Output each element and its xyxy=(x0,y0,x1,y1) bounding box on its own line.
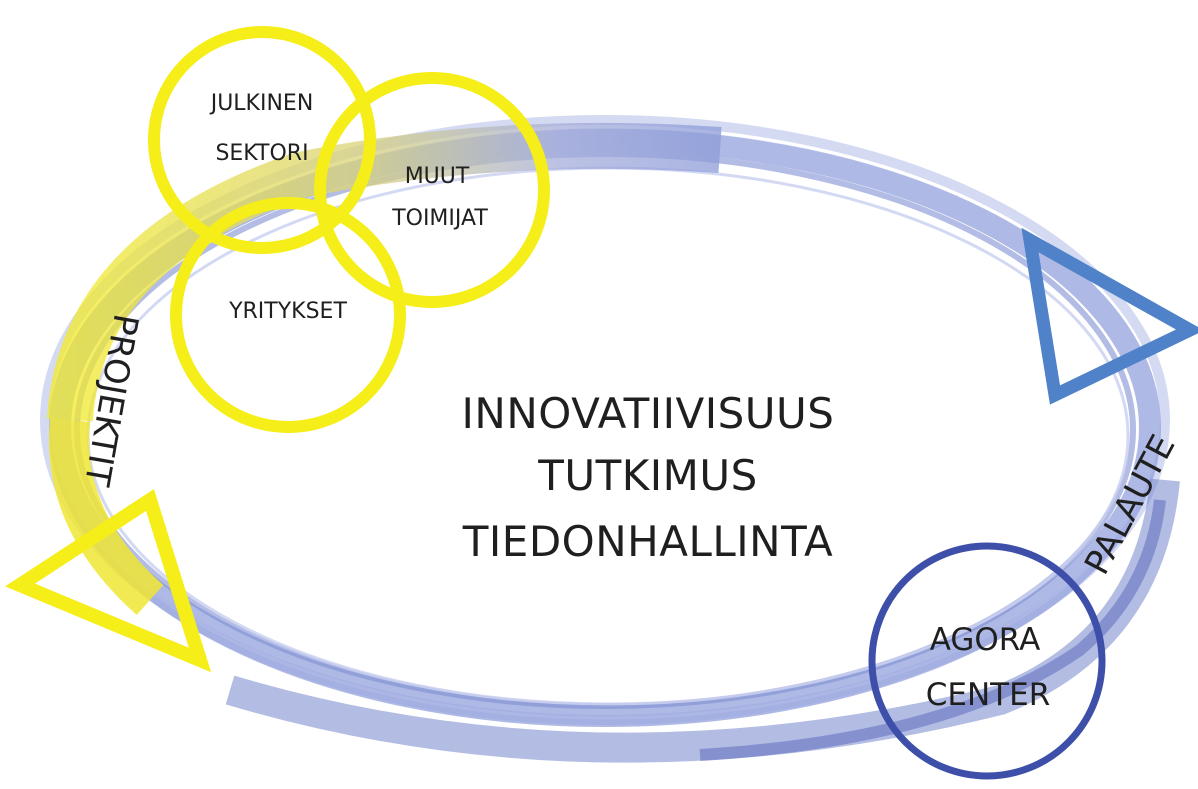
stakeholder-circles xyxy=(148,26,550,433)
projects-band-left xyxy=(49,418,164,615)
companies-circle xyxy=(170,197,406,433)
agora-center-circle xyxy=(868,542,1106,780)
other-actors-label-line1: MUUT xyxy=(405,164,470,189)
projects-arrow-icon xyxy=(5,489,212,673)
cycle-bottom-band-dark xyxy=(699,499,1166,761)
agora-label-line1: AGORA xyxy=(930,622,1041,658)
center-label-knowledge-management: TIEDONHALLINTA xyxy=(462,517,833,566)
projects-band xyxy=(5,122,722,673)
feedback-arrow-icon xyxy=(1021,227,1198,405)
other-actors-label-line2: TOIMIJAT xyxy=(391,206,488,231)
companies-label: YRITYKSET xyxy=(228,299,347,324)
public-sector-label-line2: SEKTORI xyxy=(215,141,308,166)
agora-label-line2: CENTER xyxy=(926,677,1050,713)
center-label-innovativeness: INNOVATIIVISUUS xyxy=(462,389,835,438)
other-actors-circle xyxy=(314,72,550,308)
public-sector-label-line1: JULKINEN xyxy=(209,91,314,116)
public-sector-circle xyxy=(148,26,376,254)
projects-band-top xyxy=(47,122,722,422)
center-label-research: TUTKIMUS xyxy=(537,451,758,500)
